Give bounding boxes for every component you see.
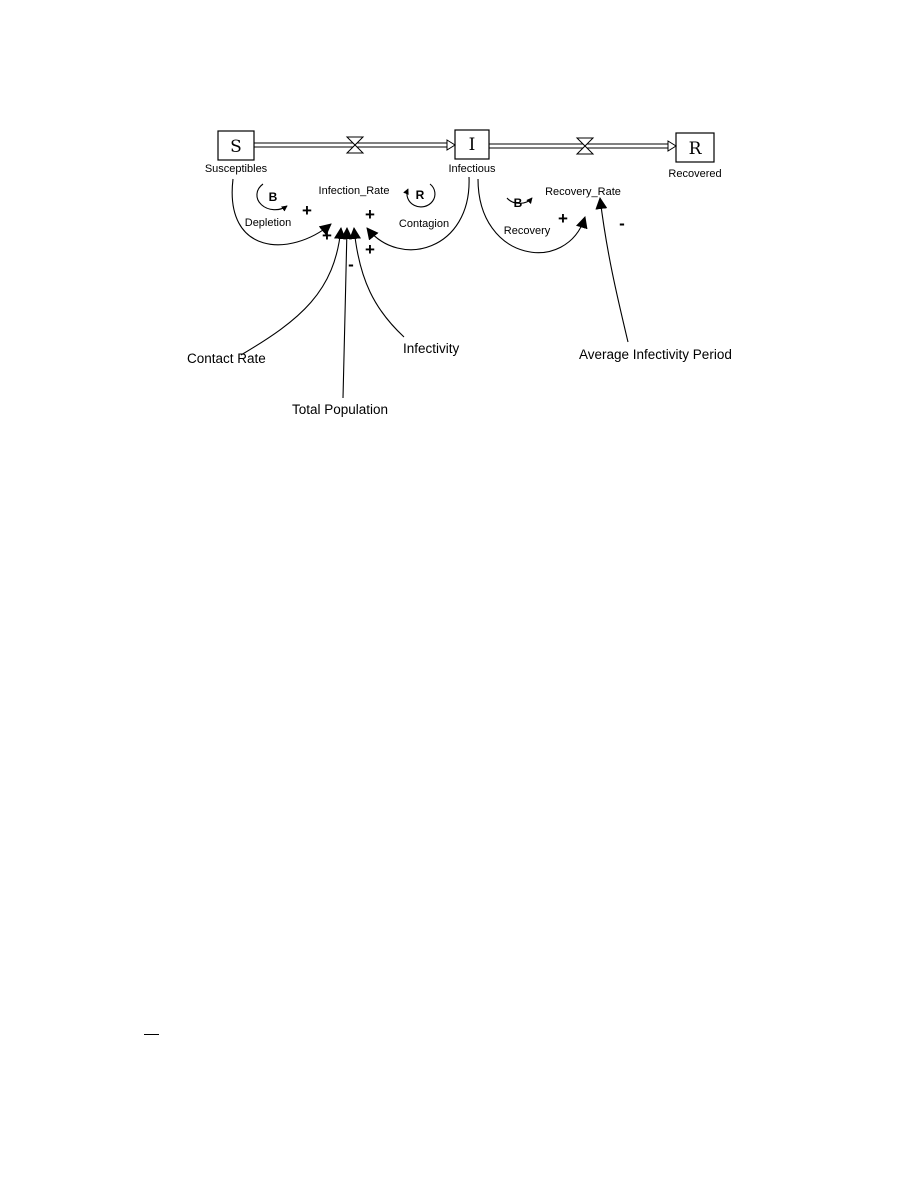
total-population-label: Total Population <box>292 402 388 417</box>
valve-recovery <box>575 137 595 155</box>
polarity-susceptibles-to-infection: + <box>302 201 312 220</box>
link-susceptibles-to-infection-rate <box>231 178 332 246</box>
average-infectivity-period-label: Average Infectivity Period <box>579 347 732 362</box>
stock-susceptibles-label: Susceptibles <box>205 163 268 175</box>
flow-pipe-i-to-r <box>489 137 677 155</box>
loop-contagion-arrow <box>403 183 436 208</box>
link-infectious-to-recovery-rate <box>477 178 588 253</box>
flow-arrow-head <box>667 140 677 152</box>
loop-contagion-label: Contagion <box>399 218 449 230</box>
loop-depletion-type: B <box>269 190 278 204</box>
stock-infectious-box <box>454 129 490 160</box>
loop-recovery-label: Recovery <box>504 225 551 237</box>
valve-infection <box>345 136 365 154</box>
link-total-population-to-infection-rate <box>340 227 353 399</box>
loop-contagion-type: R <box>416 188 425 202</box>
stock-recovered: R Recovered <box>668 132 722 180</box>
loop-recovery-type: B <box>514 196 523 210</box>
infection-rate-label: Infection_Rate <box>319 185 390 197</box>
polarity-infectivity-to-infection: + <box>365 240 375 259</box>
contact-rate-label: Contact Rate <box>187 351 266 366</box>
stock-susceptibles-symbol: S <box>230 137 242 157</box>
polarity-total-population-to-infection: - <box>348 255 354 274</box>
polarity-infectious-to-recovery: + <box>558 209 568 228</box>
loop-depletion: B Depletion <box>245 183 291 229</box>
footnote-rule <box>144 1034 159 1035</box>
link-infectious-to-infection-rate <box>366 176 470 251</box>
stock-susceptibles-box <box>217 130 255 161</box>
stock-infectious: I Infectious <box>448 129 496 175</box>
stock-recovered-label: Recovered <box>668 168 721 180</box>
recovery-rate-label: Recovery_Rate <box>545 186 621 198</box>
stock-infectious-label: Infectious <box>448 163 496 175</box>
stock-susceptibles: S Susceptibles <box>205 130 268 175</box>
stock-recovered-symbol: R <box>689 139 703 159</box>
loop-recovery-arrow <box>506 197 533 204</box>
polarity-period-to-recovery: - <box>619 214 625 233</box>
stock-infectious-symbol: I <box>469 135 476 155</box>
link-infectivity-to-infection-rate <box>349 227 405 338</box>
loop-recovery: B Recovery <box>504 196 551 237</box>
flow-arrow-head <box>446 139 456 151</box>
loop-depletion-arrow <box>256 183 288 212</box>
flow-pipe-s-to-i <box>254 136 456 154</box>
link-contact-rate-to-infection-rate <box>240 227 346 356</box>
loop-depletion-label: Depletion <box>245 217 291 229</box>
loop-contagion: R Contagion <box>399 183 449 230</box>
stock-recovered-box <box>675 132 715 163</box>
polarity-infectious-to-infection: + <box>365 205 375 224</box>
polarity-contact-rate-to-infection: + <box>322 226 332 245</box>
infectivity-label: Infectivity <box>403 341 460 356</box>
link-average-infectivity-period-to-recovery-rate <box>595 197 629 343</box>
